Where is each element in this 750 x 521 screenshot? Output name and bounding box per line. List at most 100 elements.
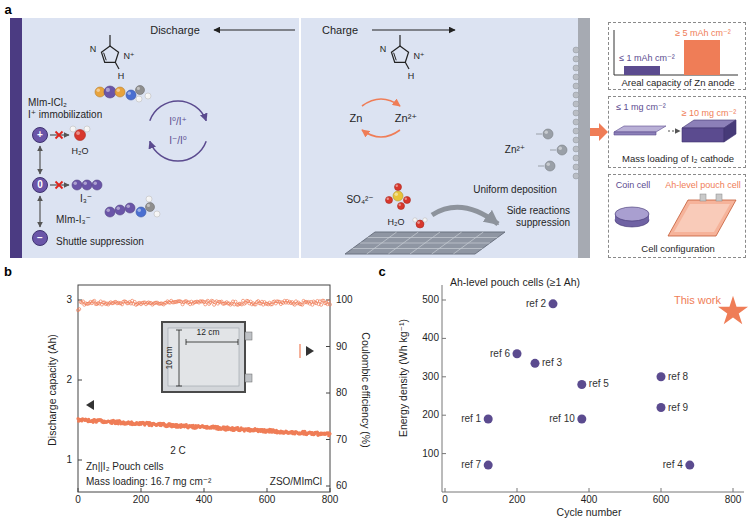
zinc-cycle-arrow — [362, 130, 400, 137]
molecule-label: H₂O — [72, 146, 89, 156]
ion-label: SO₄²⁻ — [346, 194, 373, 206]
zinc-cycle-arrow — [362, 99, 400, 106]
arrow-shaft — [590, 128, 599, 136]
repel-arrow — [432, 207, 498, 224]
axis-tick — [330, 488, 331, 492]
process-heading: Discharge — [150, 24, 200, 37]
panel-background — [10, 18, 590, 258]
oxygen-atom — [404, 197, 411, 204]
nh-bond — [115, 62, 119, 69]
zinc-ion — [557, 145, 567, 155]
atom-ball — [95, 87, 105, 97]
ball-highlight — [106, 88, 110, 92]
double-bond — [104, 53, 107, 61]
axis-tick — [442, 453, 446, 454]
axis-tick-label: 200 — [509, 494, 526, 506]
atom-label: N⁺ — [413, 51, 424, 61]
axis-tick-label: 70 — [336, 434, 347, 446]
reference-label: ref 4 — [663, 459, 683, 471]
atom-label: H — [408, 71, 415, 81]
capacity-series — [76, 417, 331, 437]
iodine-atom-node: + — [32, 127, 48, 143]
panel-letter: b — [4, 265, 12, 280]
atom-ball — [154, 211, 160, 217]
pouch-tab — [716, 194, 722, 201]
atom-circle — [33, 178, 48, 193]
axis-tick — [733, 488, 734, 492]
atom-ball — [115, 87, 125, 97]
data-point — [327, 300, 330, 303]
iodine-cathode — [10, 18, 22, 258]
motion-streak — [536, 134, 542, 135]
ball-highlight — [97, 89, 101, 93]
axis-tick — [517, 488, 518, 492]
deposited-zinc — [573, 65, 579, 71]
thin-electrode — [614, 126, 666, 132]
data-point — [93, 299, 96, 302]
ion-label: Zn — [350, 112, 363, 125]
bar — [684, 40, 720, 75]
ball-highlight — [423, 218, 425, 220]
metric-value: Coin cell — [616, 180, 651, 190]
redox-couple: I⁻/I⁰ — [169, 135, 187, 147]
data-point — [328, 432, 331, 435]
ball-highlight — [399, 204, 401, 206]
ball-highlight — [405, 198, 407, 200]
reference-label: ref 7 — [461, 459, 481, 471]
iodine-atom — [92, 180, 102, 190]
data-point — [301, 303, 304, 306]
discharge-panel: Discharge+0− — [10, 18, 300, 258]
deposited-zinc — [573, 110, 579, 116]
iodine-atom-node: 0 — [32, 177, 48, 193]
atom-ball — [115, 205, 125, 215]
pouch-cell — [674, 204, 730, 232]
coin-cell — [615, 207, 649, 221]
reference-label: ref 10 — [549, 413, 575, 425]
ball-highlight — [76, 131, 80, 135]
deposited-zinc — [573, 74, 579, 80]
panel-divider — [299, 18, 301, 258]
deposited-zinc — [573, 119, 579, 125]
axis-tick-label: 60 — [336, 480, 347, 492]
ion-label: Zn²⁺ — [505, 144, 525, 156]
data-point — [133, 300, 136, 303]
deposited-zinc — [573, 173, 579, 179]
deposited-zinc — [573, 56, 579, 62]
reference-point — [657, 403, 666, 412]
imidazolium-ring — [391, 46, 408, 62]
data-point — [311, 303, 314, 306]
deposited-zinc — [573, 137, 579, 143]
hydrogen-atom — [423, 218, 427, 222]
hydrogen-atom — [84, 126, 90, 132]
reference-label: ref 1 — [461, 413, 481, 425]
mechanism-note: Side reactions suppression — [498, 205, 570, 228]
axis-tick-label: 600 — [653, 494, 670, 506]
dimension-label: 10 cm — [165, 346, 175, 369]
molecule-label: MIm-I₃⁻ — [56, 214, 91, 226]
axis-tick-label: 90 — [336, 341, 347, 353]
ball-highlight — [137, 87, 140, 90]
molecule-label: I₃⁻ — [80, 193, 92, 205]
deposited-zinc — [573, 101, 579, 107]
motion-streak — [550, 150, 556, 151]
ball-highlight — [137, 97, 139, 99]
dimension-label: 12 cm — [196, 328, 219, 338]
ball-highlight — [117, 207, 121, 211]
metric-box: ≤ 1 mAh cm⁻²≥ 5 mAh cm⁻²Areal capacity o… — [608, 22, 746, 90]
axis-tick-label: 400 — [422, 333, 439, 345]
zinc-ion — [543, 129, 553, 139]
axis-tick — [326, 439, 330, 440]
ball-highlight — [127, 205, 131, 209]
axis-tick — [204, 488, 205, 492]
atom-label: N — [90, 44, 97, 54]
ball-highlight — [147, 204, 150, 207]
ball-highlight — [74, 182, 78, 186]
oxygen-atom — [395, 184, 402, 191]
pouch-tab — [700, 194, 706, 201]
metric-value: Ah-level pouch cell — [665, 180, 741, 190]
hydrogen-atom — [70, 126, 76, 132]
axis-tick — [326, 393, 330, 394]
reference-label: ref 8 — [668, 371, 688, 383]
